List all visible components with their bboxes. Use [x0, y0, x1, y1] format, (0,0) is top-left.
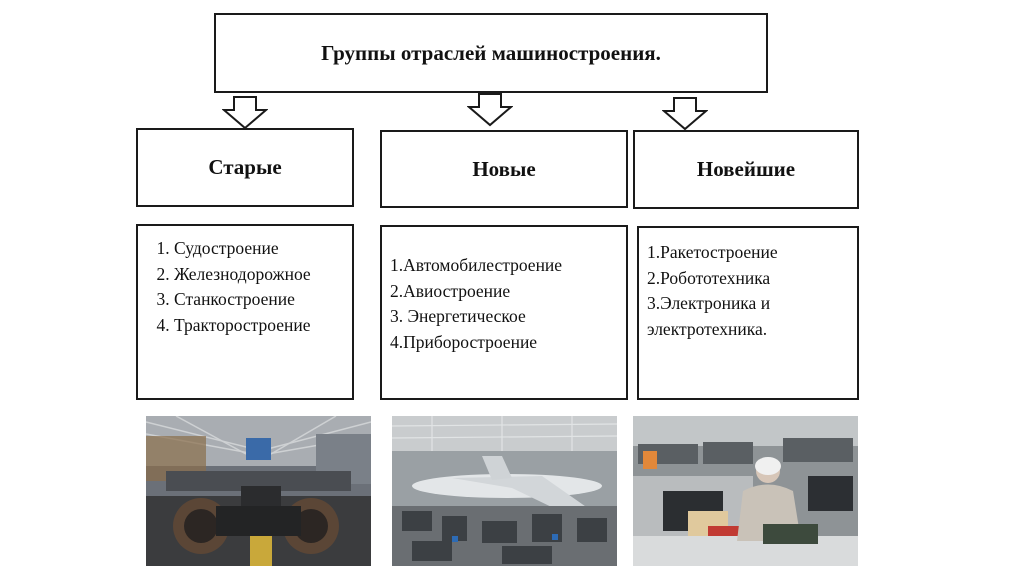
old-industries-list-box: Судостроение Железнодорожное Станкострое…	[136, 224, 354, 400]
category-newest-box: Новейшие	[633, 130, 859, 209]
newest-industries-list-box: 1.Ракетостроение 2.Робототехника 3.Элект…	[637, 226, 859, 400]
new-industries-list: 1.Автомобилестроение 2.Авиостроение 3. Э…	[390, 253, 618, 355]
railway-workshop-photo	[146, 416, 371, 566]
list-item: Судостроение	[174, 236, 344, 262]
list-item: Тракторостроение	[174, 313, 344, 339]
new-industries-list-box: 1.Автомобилестроение 2.Авиостроение 3. Э…	[380, 225, 628, 400]
list-item: 3. Энергетическое	[390, 306, 526, 326]
diagram-title-box: Группы отраслей машиностроения.	[214, 13, 768, 93]
newest-industries-list: 1.Ракетостроение 2.Робототехника 3.Элект…	[647, 240, 849, 342]
arrow-down-icon	[222, 96, 268, 130]
list-item: электротехника.	[647, 318, 768, 339]
arrow-down-icon	[662, 97, 708, 131]
electronics-assembly-photo	[633, 416, 858, 566]
list-item: 1.Ракетостроение	[647, 242, 778, 262]
list-item: 2.Авиостроение	[390, 280, 511, 301]
old-industries-list: Судостроение Железнодорожное Станкострое…	[146, 236, 344, 338]
diagram-title: Группы отраслей машиностроения.	[321, 40, 661, 65]
list-item: 1.Автомобилестроение	[390, 255, 563, 275]
arrow-down-icon	[467, 93, 513, 127]
list-item: 3.Электроника и	[647, 293, 771, 313]
category-new-label: Новые	[472, 156, 536, 181]
list-item: 4.Приборостроение	[390, 331, 538, 352]
aircraft-assembly-photo	[392, 416, 617, 566]
list-item: 2.Робототехника	[647, 267, 771, 288]
category-old-box: Старые	[136, 128, 354, 207]
list-item: Станкостроение	[174, 287, 344, 313]
category-old-label: Старые	[208, 155, 282, 179]
category-newest-label: Новейшие	[696, 157, 796, 181]
category-new-box: Новые	[380, 130, 628, 208]
list-item: Железнодорожное	[174, 262, 344, 288]
